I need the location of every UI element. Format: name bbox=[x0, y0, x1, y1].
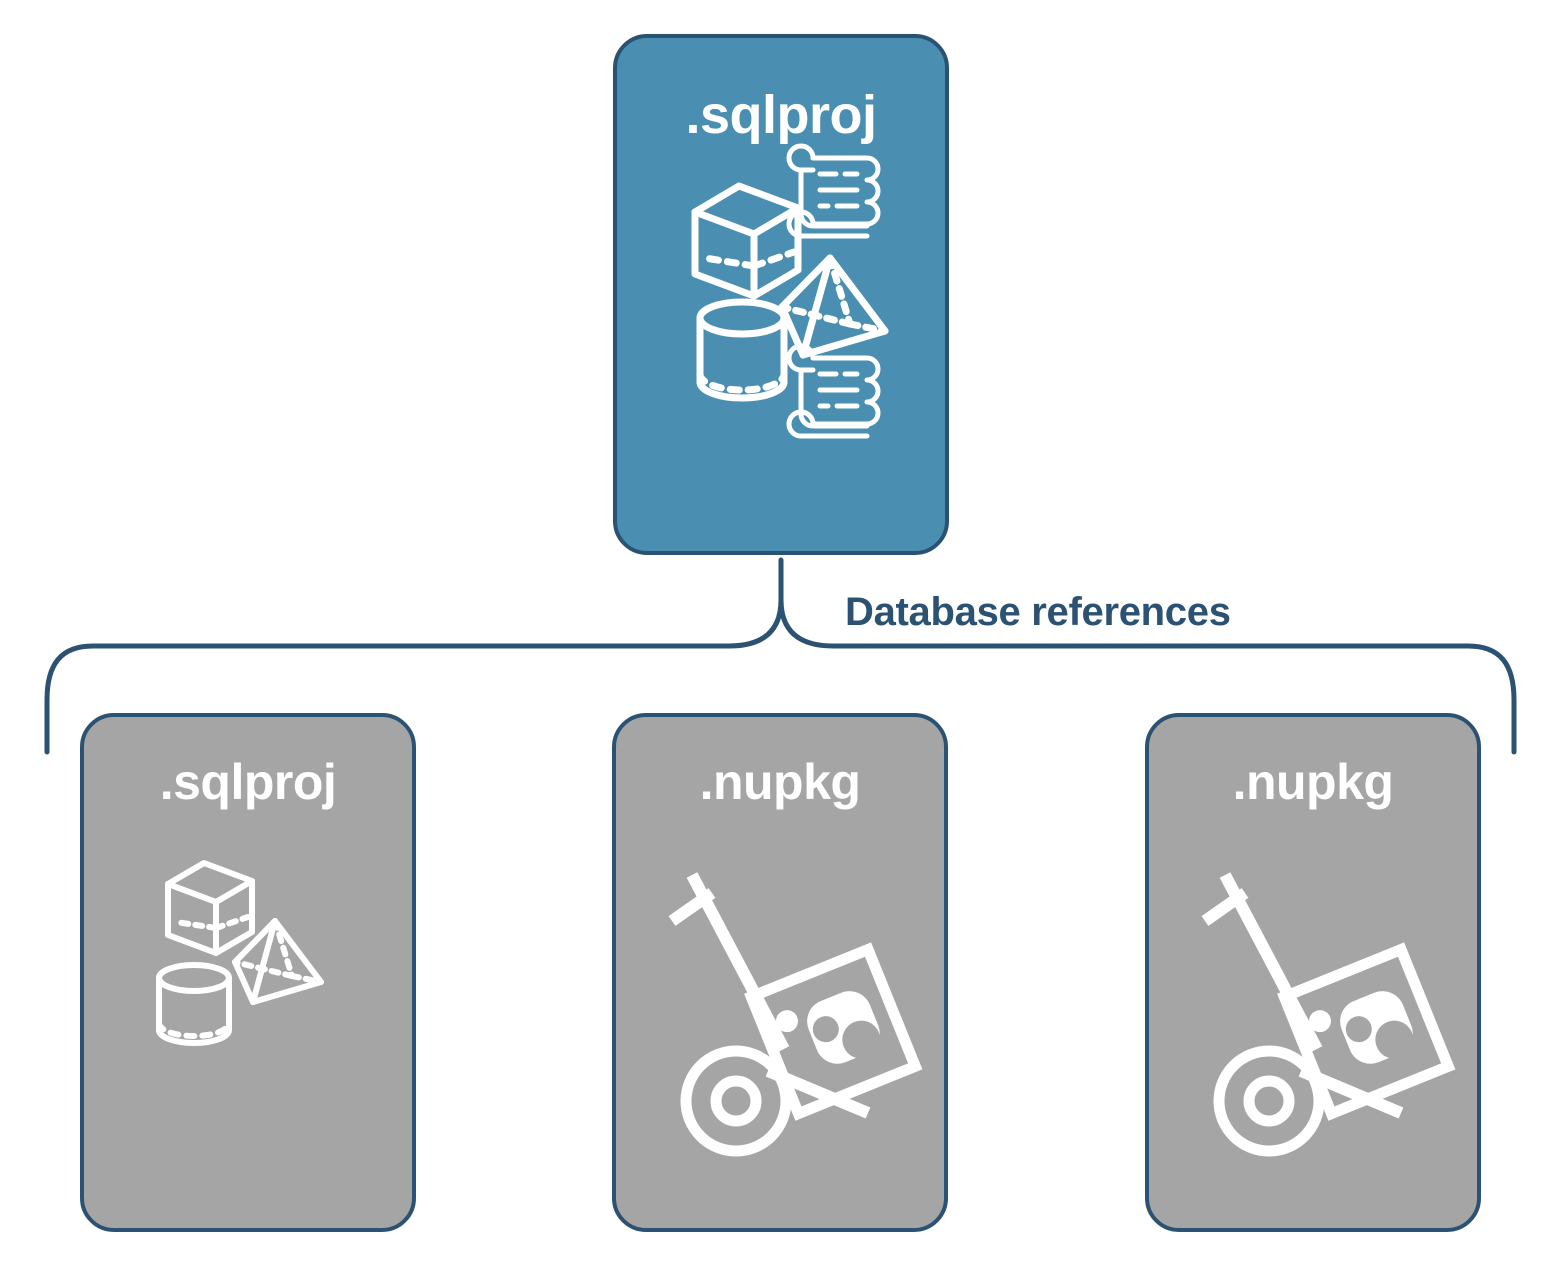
node-reference-1-artwork bbox=[616, 811, 944, 1228]
hand-truck-wheel-icon bbox=[1213, 1045, 1325, 1157]
pyramid-icon bbox=[778, 254, 889, 359]
cube-icon bbox=[691, 182, 802, 300]
hand-truck-wheel-icon bbox=[680, 1045, 792, 1157]
node-root-label: .sqlproj bbox=[685, 85, 877, 145]
node-reference-2-label: .nupkg bbox=[1232, 754, 1394, 810]
scroll-icon bbox=[786, 143, 881, 239]
cylinder-icon bbox=[696, 298, 788, 402]
node-reference-sqlproj[interactable]: .sqlproj bbox=[80, 713, 416, 1232]
node-reference-nupkg-1[interactable]: .nupkg bbox=[612, 713, 948, 1232]
node-root-artwork bbox=[617, 143, 945, 551]
cylinder-icon bbox=[156, 962, 232, 1046]
node-reference-2-artwork bbox=[1149, 811, 1477, 1228]
nuget-package-icon bbox=[1277, 942, 1456, 1121]
node-reference-0-artwork bbox=[84, 811, 412, 1228]
node-reference-nupkg-2[interactable]: .nupkg bbox=[1145, 713, 1481, 1232]
node-root-sqlproj[interactable]: .sqlproj bbox=[613, 34, 949, 555]
cube-icon bbox=[165, 860, 255, 956]
pyramid-icon bbox=[232, 918, 324, 1005]
node-reference-1-label: .nupkg bbox=[699, 754, 861, 810]
node-reference-0-label: .sqlproj bbox=[159, 754, 337, 810]
scroll-icon bbox=[786, 343, 881, 439]
edge-label-database-references: Database references bbox=[845, 590, 1231, 634]
nuget-package-icon bbox=[744, 942, 923, 1121]
